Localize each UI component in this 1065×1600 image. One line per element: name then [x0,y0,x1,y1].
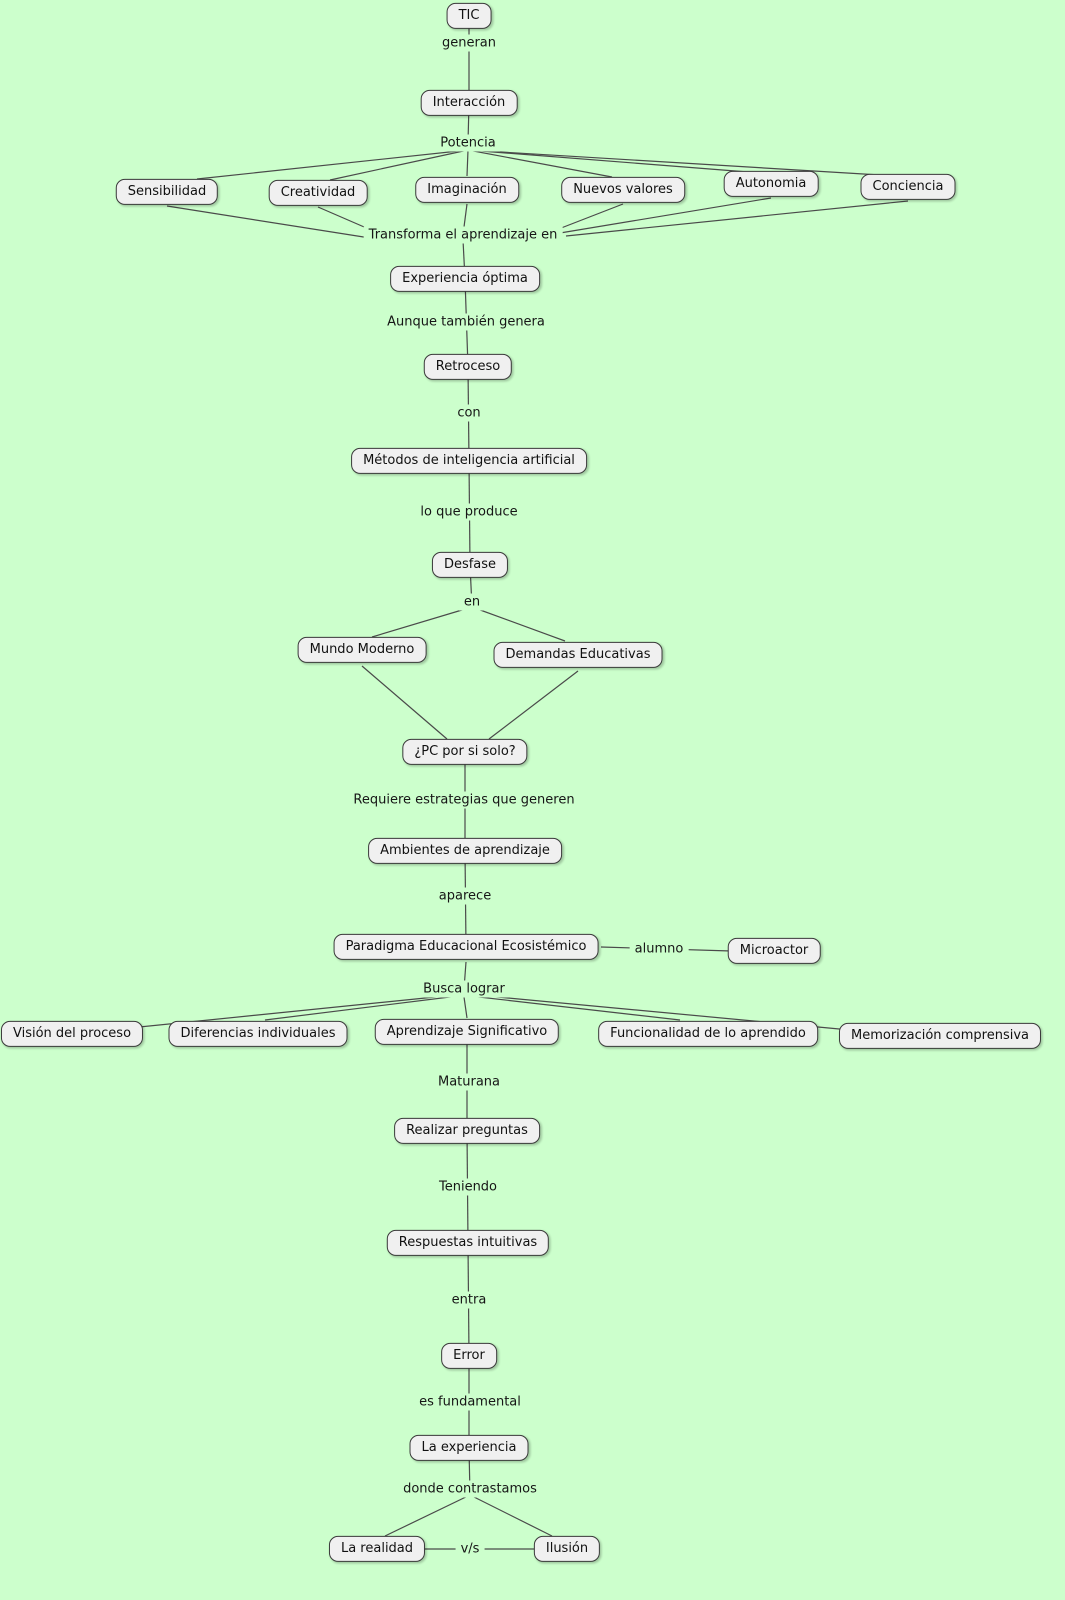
node-la-experiencia[interactable]: La experiencia [409,1434,529,1462]
node-error[interactable]: Error [441,1342,497,1370]
node-vision-del-proceso[interactable]: Visión del proceso [0,1020,144,1048]
node-conciencia[interactable]: Conciencia [860,173,956,201]
node-paradigma-educacional[interactable]: Paradigma Educacional Ecosistémico [333,933,599,961]
node-ambientes-aprendizaje[interactable]: Ambientes de aprendizaje [368,837,562,865]
link-label-con: con [452,404,486,422]
link-label-alumno: alumno [629,940,689,958]
link-label-maturana: Maturana [432,1073,506,1091]
node-aprendizaje-significativo[interactable]: Aprendizaje Significativo [374,1018,560,1046]
link-label-donde-contrastamos: donde contrastamos [398,1480,542,1498]
link-label-aunque: Aunque también genera [382,313,550,331]
node-ilusion[interactable]: Ilusión [533,1535,601,1563]
link-label-potencia: Potencia [435,134,501,152]
node-creatividad[interactable]: Creatividad [268,179,368,207]
node-respuestas-intuitivas[interactable]: Respuestas intuitivas [386,1229,550,1257]
node-realizar-preguntas[interactable]: Realizar preguntas [394,1117,540,1145]
node-autonomia[interactable]: Autonomia [723,170,819,198]
link-label-lo-que-produce: lo que produce [415,503,523,521]
node-experiencia-optima[interactable]: Experiencia óptima [390,265,540,293]
link-label-es-fundamental: es fundamental [414,1393,526,1411]
node-la-realidad[interactable]: La realidad [328,1535,426,1563]
link-label-transforma: Transforma el aprendizaje en [363,226,563,244]
node-pc-por-si-solo[interactable]: ¿PC por si solo? [402,738,528,766]
link-label-busca-lograr: Busca lograr [418,980,510,998]
node-metodos-ia[interactable]: Métodos de inteligencia artificial [351,447,587,475]
node-sensibilidad[interactable]: Sensibilidad [115,178,219,206]
node-funcionalidad-aprendido[interactable]: Funcionalidad de lo aprendido [598,1020,818,1048]
node-diferencias-individuales[interactable]: Diferencias individuales [168,1020,348,1048]
node-microactor[interactable]: Microactor [727,937,821,965]
node-demandas-educativas[interactable]: Demandas Educativas [493,641,663,669]
link-label-aparece: aparece [433,887,497,905]
node-tic[interactable]: TIC [446,2,492,30]
node-desfase[interactable]: Desfase [431,551,509,579]
link-label-teniendo: Teniendo [433,1178,503,1196]
node-memorizacion-comprensiva[interactable]: Memorización comprensiva [838,1022,1042,1050]
link-label-en: en [458,593,486,611]
link-label-entra: entra [446,1291,492,1309]
link-label-requiere: Requiere estrategias que generen [348,791,580,809]
node-mundo-moderno[interactable]: Mundo Moderno [297,636,427,664]
link-label-generan: generan [436,34,502,52]
node-nuevos-valores[interactable]: Nuevos valores [561,176,685,204]
node-imaginacion[interactable]: Imaginación [415,176,519,204]
node-interaccion[interactable]: Interacción [420,89,518,117]
link-label-vs: v/s [455,1540,485,1558]
node-retroceso[interactable]: Retroceso [423,353,513,381]
